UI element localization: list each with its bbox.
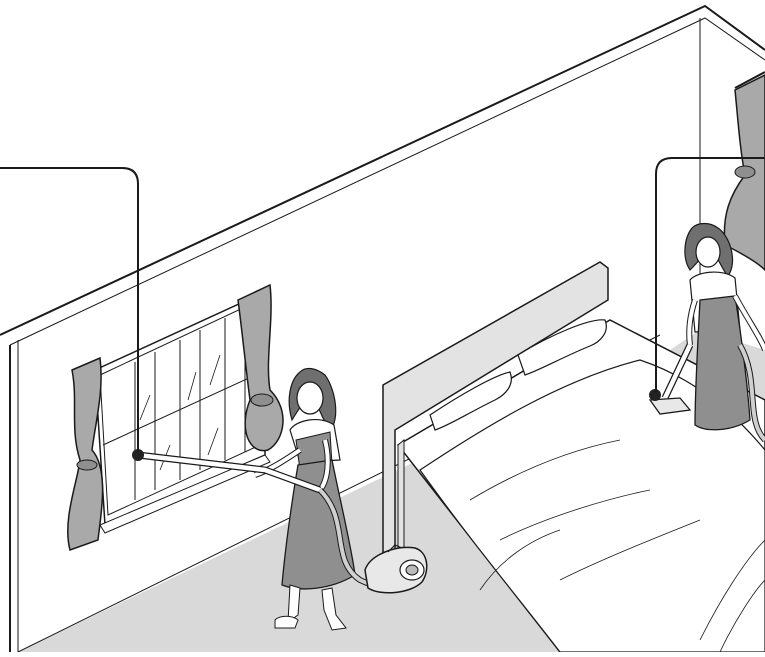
illustration-canvas bbox=[0, 0, 765, 652]
room-illustration bbox=[0, 0, 765, 652]
